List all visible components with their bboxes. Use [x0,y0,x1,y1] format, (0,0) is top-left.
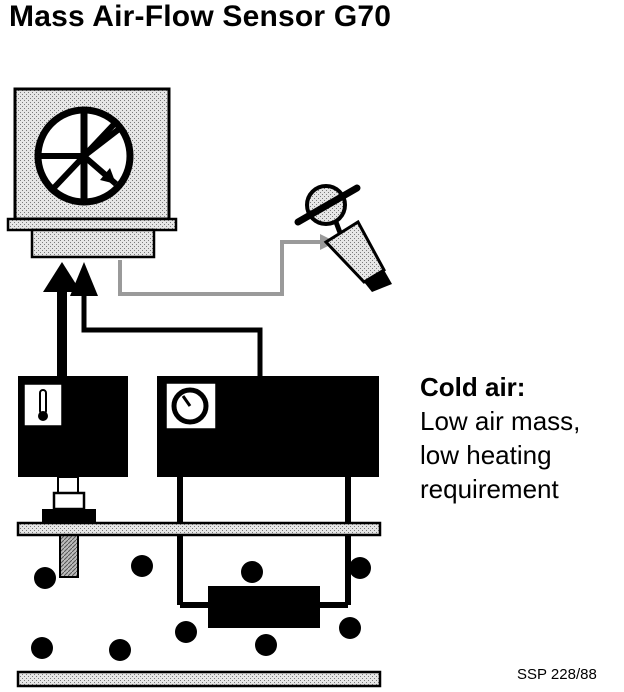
duct-upper-wall [16,521,382,537]
heating-element [180,586,348,628]
pressure-sensor [157,376,379,605]
signal-arrows [43,262,263,378]
injector-icon [294,184,392,292]
temperature-sensor [18,376,128,578]
control-unit-flange [6,217,178,232]
caption-heading: Cold air: [420,372,526,402]
signal-line-to-injector [118,240,322,296]
air-particles [31,555,371,661]
diagram-title: Mass Air-Flow Sensor G70 [9,0,392,33]
control-unit [6,87,178,259]
duct-lower-wall [16,670,382,688]
transistor-icon [34,106,134,206]
caption-line-3: requirement [420,474,559,504]
caption-line-2: low heating [420,440,552,470]
condition-caption: Cold air: Low air mass, low heating requ… [420,370,580,506]
sensor-probe [59,534,79,578]
caption-line-1: Low air mass, [420,406,581,436]
reference-code: SSP 228/88 [517,666,597,683]
control-unit-base [30,228,156,259]
